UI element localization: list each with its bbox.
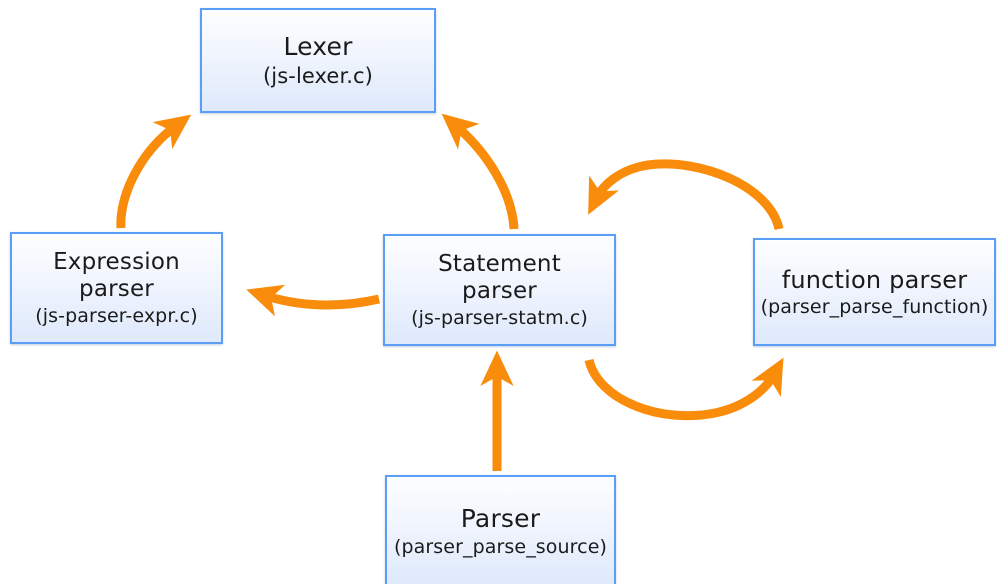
node-function-parser-title: function parser bbox=[781, 265, 968, 294]
edge-statement-to-lexer bbox=[441, 113, 519, 230]
node-expression-parser-subtitle: (js-parser-expr.c) bbox=[35, 304, 198, 327]
edge-expression-to-lexer bbox=[116, 114, 192, 229]
edge-function-to-statement bbox=[588, 159, 784, 231]
edge-statement-to-function bbox=[584, 357, 784, 421]
node-expression-parser-title: Expression parser bbox=[53, 248, 180, 302]
node-expression-parser[interactable]: Expression parser (js-parser-expr.c) bbox=[10, 232, 223, 344]
node-function-parser[interactable]: function parser (parser_parse_function) bbox=[753, 238, 996, 346]
node-lexer[interactable]: Lexer (js-lexer.c) bbox=[200, 8, 436, 113]
edge-statement-to-expression bbox=[246, 284, 381, 317]
node-parser-title: Parser bbox=[460, 504, 541, 534]
node-function-parser-subtitle: (parser_parse_function) bbox=[760, 295, 989, 318]
node-statement-parser-title: Statement parser bbox=[438, 250, 561, 304]
node-parser-subtitle: (parser_parse_source) bbox=[393, 535, 608, 558]
node-lexer-subtitle: (js-lexer.c) bbox=[263, 63, 373, 88]
node-parser[interactable]: Parser (parser_parse_source) bbox=[385, 475, 616, 584]
node-lexer-title: Lexer bbox=[283, 32, 353, 62]
node-statement-parser-subtitle: (js-parser-statm.c) bbox=[411, 306, 588, 329]
node-statement-parser[interactable]: Statement parser (js-parser-statm.c) bbox=[383, 234, 616, 346]
